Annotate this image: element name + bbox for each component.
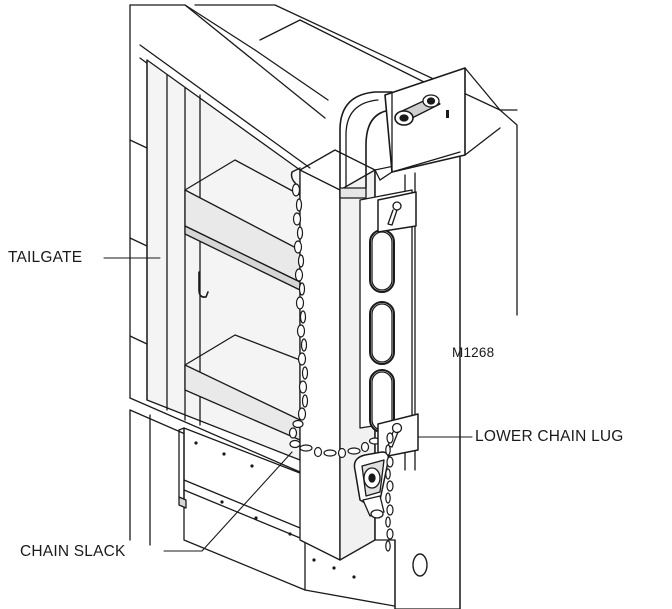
- tailgate-panel: [129, 59, 301, 461]
- tailgate-label: TAILGATE: [8, 249, 83, 266]
- tailgate-hook: [198, 271, 209, 298]
- chain-upper-hook: [290, 167, 301, 185]
- leader-lines: [103, 257, 473, 552]
- chain-slack-label: CHAIN SLACK: [20, 543, 126, 560]
- base-rivets: [194, 441, 356, 579]
- lower-chain-lug-label: LOWER CHAIN LUG: [475, 428, 624, 445]
- top-bolt: [394, 94, 449, 126]
- side-panel-hole: [412, 553, 428, 577]
- drawing-code: M1268: [452, 345, 495, 360]
- upper-keyhole-lug: [377, 191, 417, 233]
- chain-slack-leader: [163, 451, 293, 552]
- chain-vertical: [291, 183, 309, 421]
- chain-tail: [385, 432, 394, 552]
- cross-brace: [184, 159, 301, 441]
- slot-strap: [359, 189, 413, 433]
- lower-box: [129, 397, 401, 608]
- top-hook: [339, 67, 501, 199]
- chain-binder: [353, 451, 390, 519]
- chain-slack-loop: [288, 419, 382, 459]
